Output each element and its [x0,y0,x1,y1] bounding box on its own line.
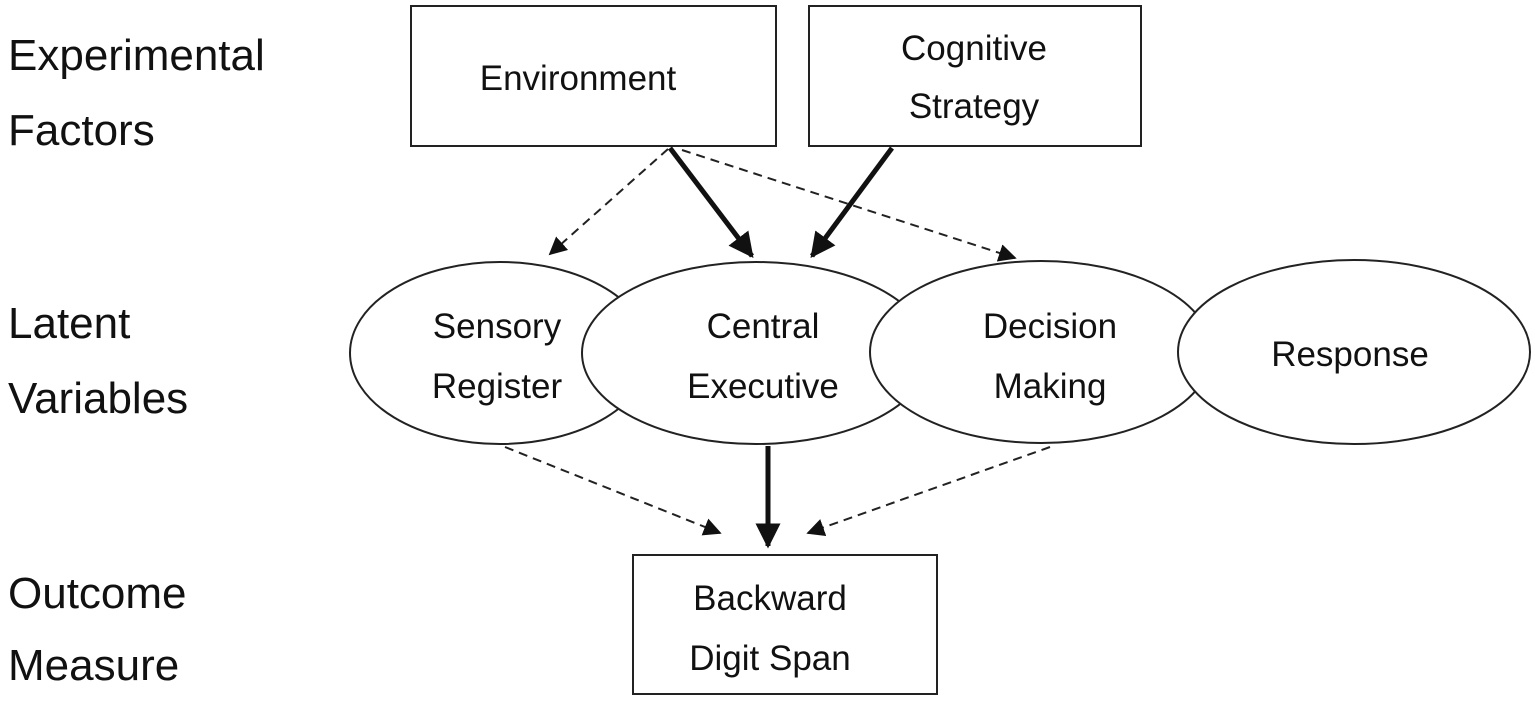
svg-text:Environment: Environment [480,59,677,98]
edge-environment-decision [681,149,1017,262]
node-response: Response [1177,259,1531,445]
edge-decision-outcome [806,446,1051,537]
edge-sensory-outcome [504,446,722,536]
edge-cognitive-central [809,146,895,259]
row-label-latent-variables: Latent Variables [8,299,188,423]
row-label-experimental-factors: Experimental Factors [8,31,277,155]
row-label-outcome-measure: Outcome Measure [8,569,199,690]
node-environment: Environment [410,5,777,147]
edge-environment-sensory [548,148,669,256]
edge-environment-central [668,146,754,258]
svg-text:Response: Response [1271,335,1429,374]
